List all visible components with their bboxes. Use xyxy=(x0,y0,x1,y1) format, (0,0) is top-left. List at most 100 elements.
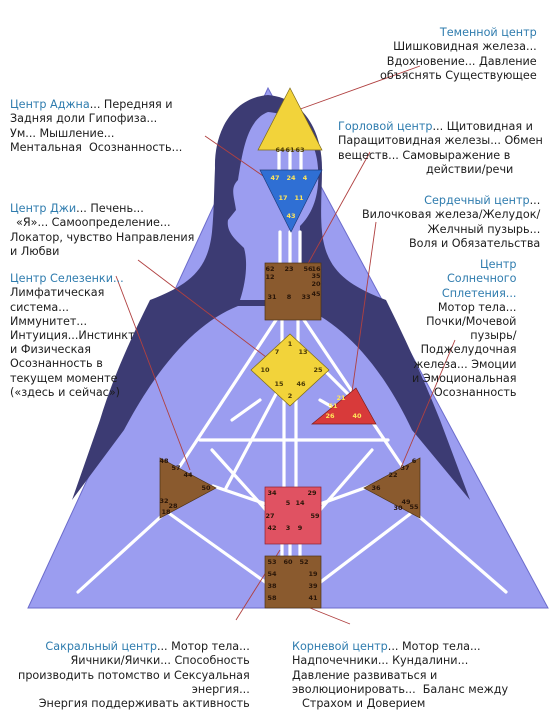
gate-number: 56 xyxy=(303,265,313,273)
channel-line xyxy=(178,318,278,468)
gate-number: 27 xyxy=(265,512,274,520)
connector-line xyxy=(204,135,273,183)
throat-caption-line: действии/речи xyxy=(426,162,514,176)
gate-number: 18 xyxy=(161,508,171,516)
gate-number: 32 xyxy=(159,497,168,505)
channel-line xyxy=(316,512,412,586)
gate-number: 28 xyxy=(168,502,178,510)
gate-number: 10 xyxy=(260,366,270,374)
gate-number: 54 xyxy=(267,570,277,578)
crown-caption: Теменной центр Шишковидная железа... Вдо… xyxy=(380,12,537,83)
gate-number: 34 xyxy=(267,489,277,497)
ajna-center xyxy=(259,169,323,233)
gate-number: 21 xyxy=(336,394,346,402)
gate-number: 64 xyxy=(275,146,285,154)
crown-center xyxy=(257,87,323,151)
throat-caption-line: Паращитовидная железы... Обмен xyxy=(338,134,543,148)
sacral-caption-line: производить потомство и Сексуальная xyxy=(18,668,250,682)
solar-plexus-caption-line: железа... Эмоции xyxy=(413,357,517,371)
heart-caption-line: Вилочковая железа/Желудок/ xyxy=(362,208,541,222)
gate-number: 42 xyxy=(267,524,276,532)
connector-line xyxy=(351,221,377,393)
gate-number: 31 xyxy=(267,293,277,301)
sacral-caption-line: Яичники/Яички... Способность xyxy=(70,654,250,668)
ajna-caption-line: Задняя доли Гипофиза... xyxy=(10,112,158,126)
heart-caption: Сердечный центр... Вилочковая железа/Жел… xyxy=(362,180,540,251)
connector-line xyxy=(115,275,191,471)
heart-caption-heading: Сердечный центр xyxy=(424,194,530,208)
gate-number: 11 xyxy=(294,194,304,202)
solar-plexus-caption-line: пузырь/ xyxy=(470,329,517,343)
ajna-caption-line: Ментальная Осознанность... xyxy=(10,140,183,154)
ajna-caption-line: ... Передняя и xyxy=(89,98,173,112)
heart-caption-line: Желчный пузырь... xyxy=(427,222,541,236)
gate-number: 45 xyxy=(311,290,321,298)
gate-number: 55 xyxy=(409,503,419,511)
solar-plexus-caption-heading: Солнечного xyxy=(446,272,517,286)
connector-line xyxy=(399,339,456,471)
channel-line xyxy=(318,448,374,512)
gate-number: 43 xyxy=(286,212,295,220)
solar-plexus-caption-line: Почки/Мочевой xyxy=(426,315,517,329)
gate-number: 29 xyxy=(307,489,317,497)
sacral-caption-line: Энергия поддерживать активность xyxy=(38,697,250,711)
sacral-caption-line: ... Мотор тела... xyxy=(156,640,250,654)
solar-plexus-caption-line: Мотор тела... xyxy=(437,300,517,314)
spleen-caption-line: и Физическая xyxy=(10,343,91,357)
ajna-caption-heading: Центр Аджна xyxy=(10,98,90,112)
gate-number: 16 xyxy=(311,265,321,273)
throat-caption-line: веществ... Самовыражение в xyxy=(338,148,511,162)
solar-plexus-caption-heading: Центр xyxy=(479,258,517,272)
gate-number: 14 xyxy=(295,499,305,507)
channel-line xyxy=(210,448,268,512)
connector-line xyxy=(137,259,271,361)
throat-caption-heading: Горловой центр xyxy=(338,120,433,134)
gate-number: 4 xyxy=(303,174,308,182)
root-caption-line: эволюционировать... Баланс между xyxy=(292,682,509,696)
channel-line xyxy=(230,398,262,422)
gate-number: 60 xyxy=(283,558,293,566)
gate-number: 44 xyxy=(183,471,193,479)
root-center xyxy=(264,555,322,609)
gate-number: 48 xyxy=(159,457,169,465)
crown-caption-line: объяснять Существующее xyxy=(380,68,537,82)
spleen-caption-heading: Центр Селезенки... xyxy=(10,272,124,286)
connector-line xyxy=(299,151,371,279)
gate-number: 25 xyxy=(313,366,323,374)
spleen-caption-line: Иммунитет... xyxy=(10,314,88,328)
g-caption-line: «Я»... Самоопределение... xyxy=(16,216,171,230)
ajna-caption: Центр Аджна... Передняя и Задняя доли Ги… xyxy=(10,84,182,155)
channel-line xyxy=(76,510,168,594)
root-caption-line: ... Мотор тела... xyxy=(387,640,481,654)
gate-number: 26 xyxy=(325,412,335,420)
gate-number: 8 xyxy=(287,293,292,301)
gate-number: 37 xyxy=(400,464,409,472)
gate-number: 41 xyxy=(308,594,318,602)
gate-number: 6 xyxy=(412,457,417,465)
gate-number: 61 xyxy=(285,146,295,154)
root-caption-line: Давление развиваться и xyxy=(292,668,438,682)
root-caption-line: Надпочечники... Кундалини... xyxy=(292,654,469,668)
gate-number: 13 xyxy=(298,348,307,356)
gate-number: 62 xyxy=(265,265,274,273)
solar-plexus-caption-line: Поджелудочная xyxy=(420,343,517,357)
spleen-caption-line: Осознанность в xyxy=(10,357,103,371)
root-caption-line: Страхом и Доверием xyxy=(302,697,426,711)
gate-number: 23 xyxy=(284,265,293,273)
gate-number: 47 xyxy=(270,174,279,182)
gate-number: 3 xyxy=(286,524,291,532)
solar-plexus-caption-heading: Сплетения... xyxy=(441,286,517,300)
channel-line xyxy=(168,512,270,586)
gate-number: 63 xyxy=(295,146,304,154)
spleen-caption-line: текущем моменте xyxy=(10,371,118,385)
connector-line xyxy=(291,65,421,113)
channel-line xyxy=(324,370,352,398)
gate-number: 20 xyxy=(311,280,321,288)
solar-plexus-caption-line: Осознанность xyxy=(433,386,517,400)
sacral-caption-line: энергия... xyxy=(191,682,250,696)
g-center xyxy=(250,333,330,407)
spleen-caption-line: Интуиция...Инстинкт xyxy=(10,329,135,343)
gate-number: 53 xyxy=(267,558,276,566)
